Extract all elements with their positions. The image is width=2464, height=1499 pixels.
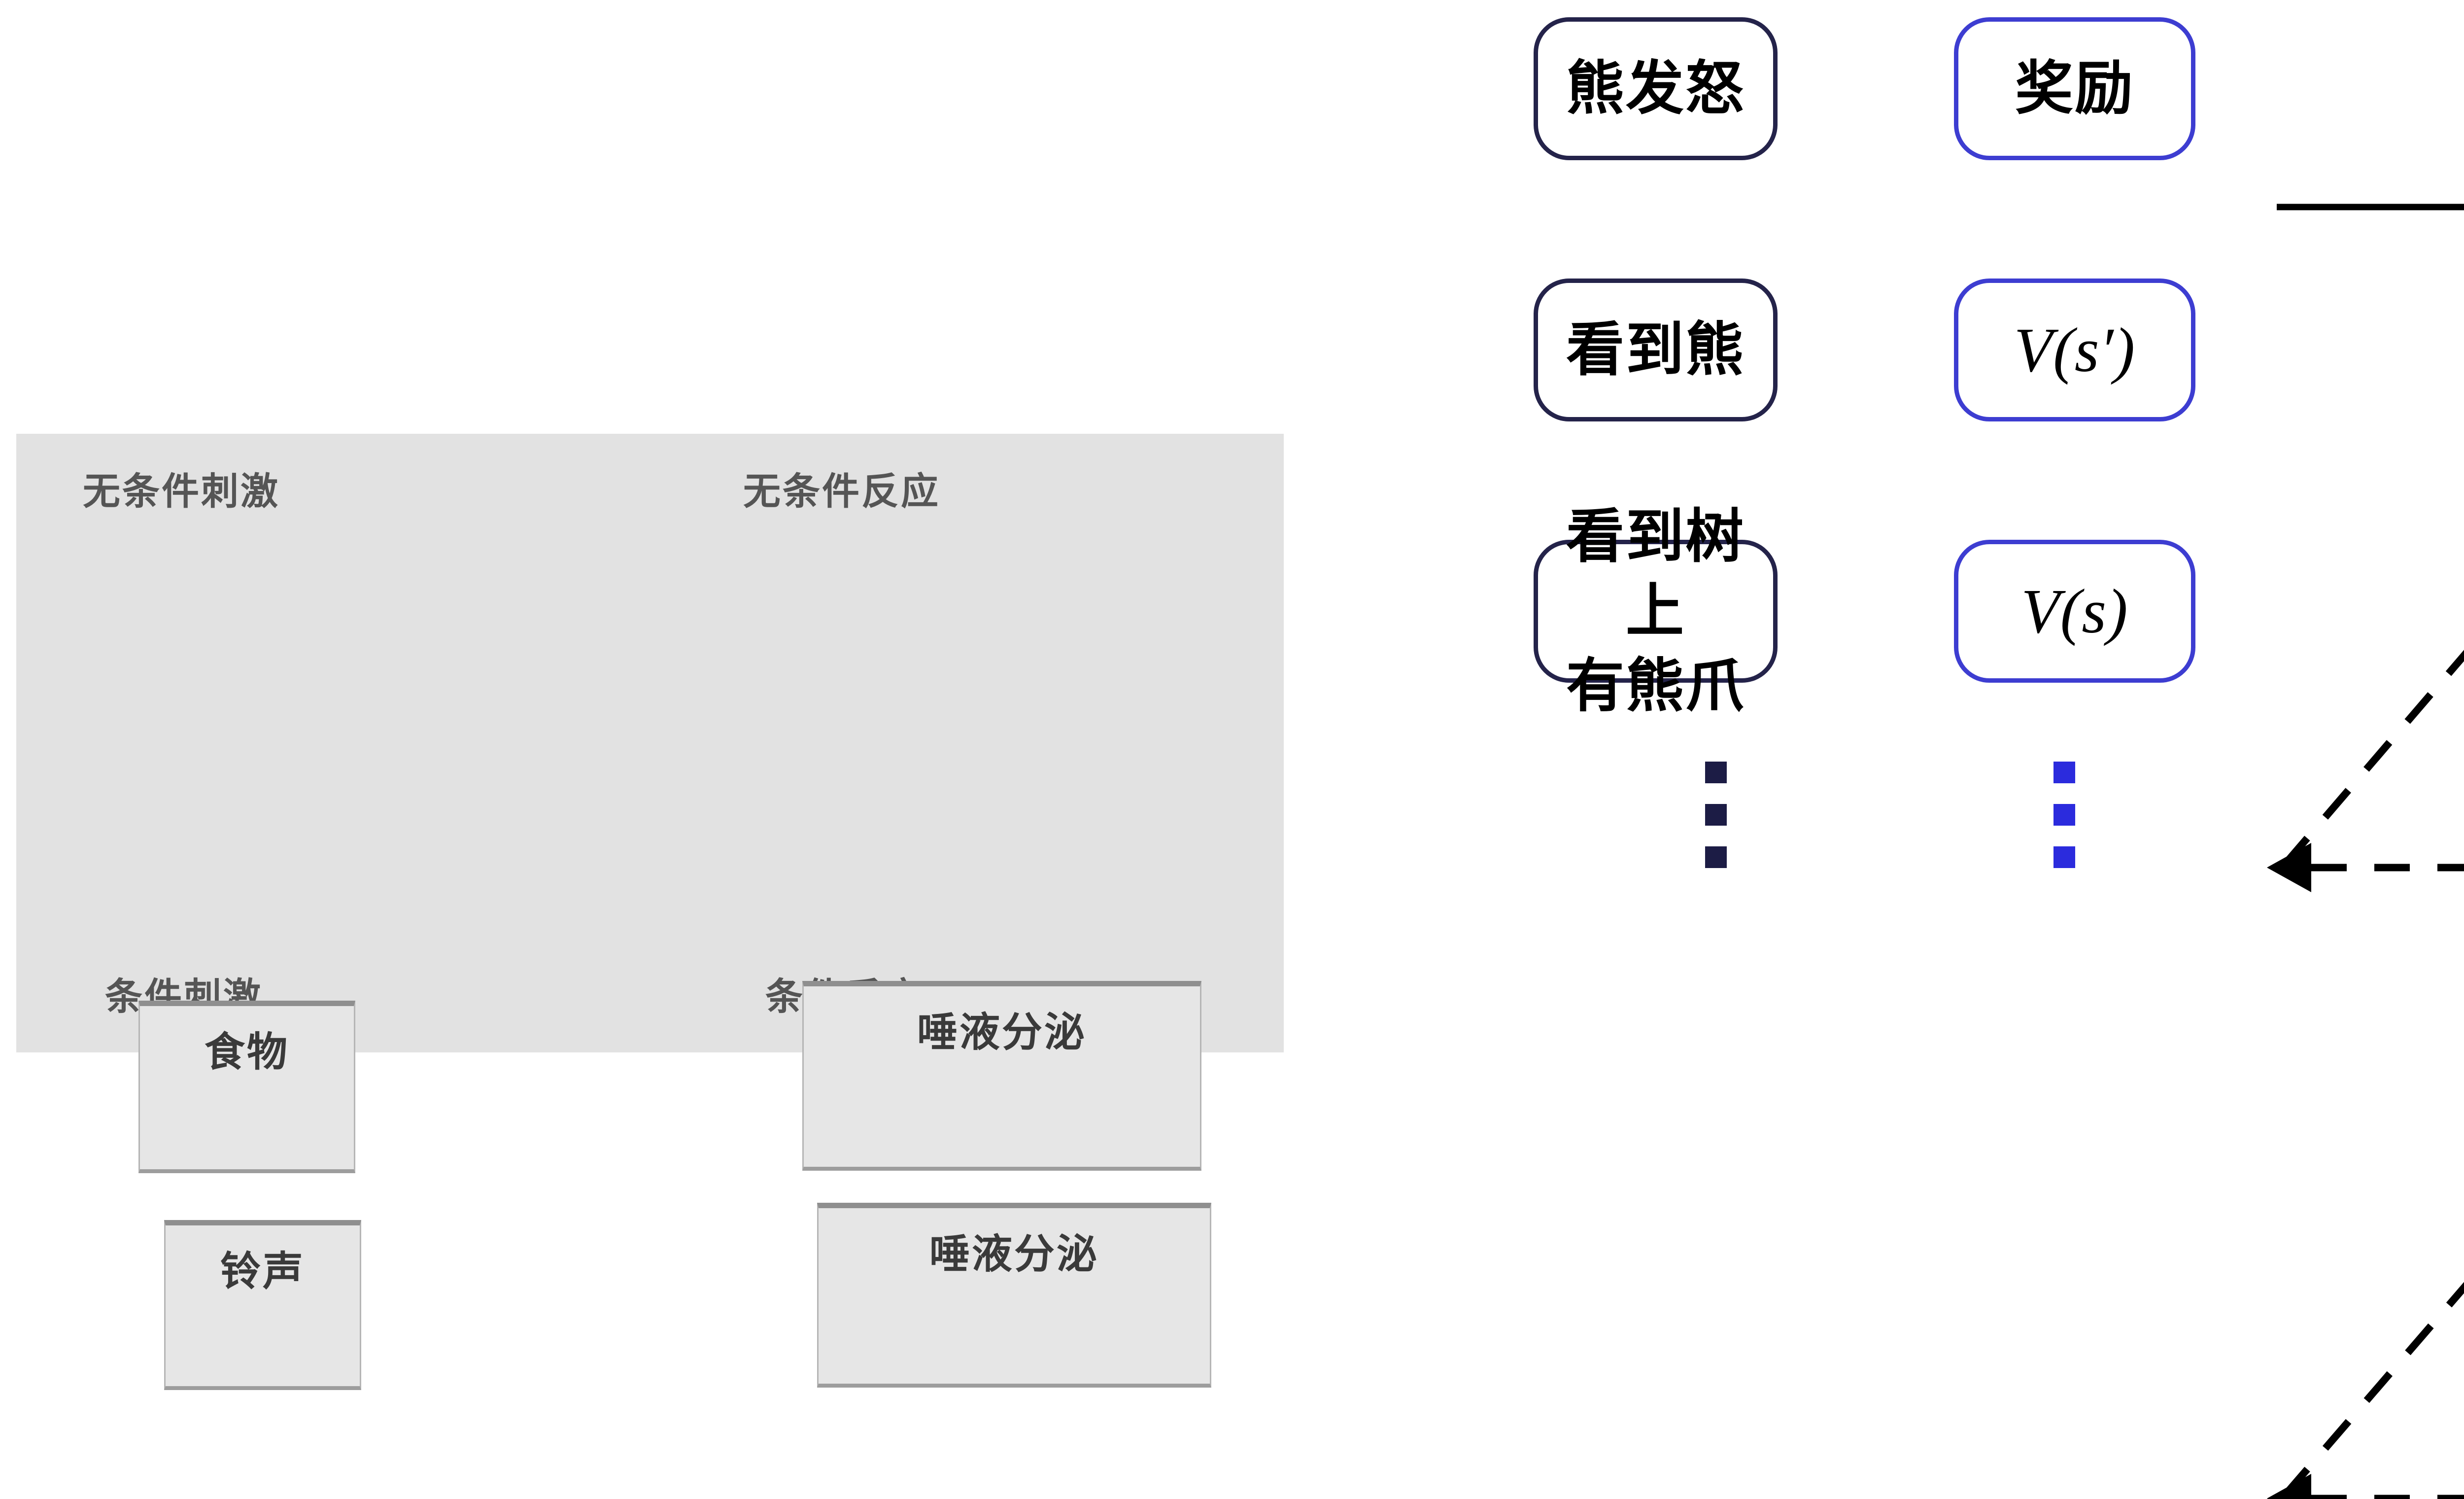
td-learning-edges: [2267, 204, 2464, 1499]
classical-conditioning-panel: 无条件刺激 无条件反应 条件刺激 条件反应 食物 铃声 唾液分泌 唾液分泌: [16, 434, 1284, 1390]
node-v-s[interactable]: V(s): [1954, 540, 2195, 683]
ellipsis-dot: [1705, 762, 1727, 783]
node-see-bear[interactable]: 看到熊: [1534, 279, 1778, 421]
box-salivation-conditioned: 唾液分泌: [817, 1203, 1211, 1388]
label-unconditioned-stimulus: 无条件刺激: [83, 471, 280, 513]
box-bell-label: 铃声: [220, 1249, 305, 1294]
ellipsis-dot: [2053, 762, 2075, 783]
node-bear-angry[interactable]: 熊发怒: [1534, 17, 1778, 160]
edge-see-claw-to-v-s: [2267, 1474, 2464, 1499]
node-see-claw-line1: 看到树上: [1566, 502, 1745, 645]
classical-conditioning-arrows: [16, 434, 1284, 1052]
node-see-claw[interactable]: 看到树上 有熊爪: [1534, 502, 1778, 720]
box-salivation-conditioned-label: 唾液分泌: [929, 1232, 1099, 1277]
ellipsis-dot: [2053, 804, 2075, 826]
ellipsis-states: [1705, 762, 1727, 868]
node-see-claw-line2: 有熊爪: [1566, 651, 1745, 720]
ellipsis-dot: [1705, 846, 1727, 868]
node-v-s-prime[interactable]: V(s′): [1954, 279, 2195, 421]
box-food: 食物: [138, 1001, 355, 1173]
node-see-claw-label: 看到树上 有熊爪: [1538, 499, 1773, 723]
box-salivation-unconditioned-label: 唾液分泌: [917, 1010, 1087, 1055]
box-bell: 铃声: [164, 1220, 361, 1390]
edge-see-bear-to-reward: [2281, 650, 2464, 868]
node-v-s-label: V(s): [2021, 576, 2128, 646]
node-reward-label: 奖励: [2015, 54, 2134, 123]
node-reward[interactable]: 奖励: [1954, 17, 2195, 160]
box-salivation-unconditioned: 唾液分泌: [802, 981, 1201, 1171]
label-unconditioned-response: 无条件反应: [743, 471, 940, 513]
ellipsis-values: [2053, 762, 2075, 868]
td-learning-panel: 熊发怒 看到熊 看到树上 有熊爪 奖励 V(s′) V(s): [1429, 0, 2464, 1499]
edge-bear-angry-to-reward: [2277, 204, 2464, 210]
node-see-bear-label: 看到熊: [1566, 315, 1745, 384]
ellipsis-dot: [1705, 804, 1727, 826]
ellipsis-dot: [2053, 846, 2075, 868]
edge-see-bear-to-v-s-prime: [2267, 843, 2464, 892]
box-food-label: 食物: [204, 1030, 289, 1075]
edge-see-claw-to-v-s-prime: [2281, 1282, 2464, 1499]
node-bear-angry-label: 熊发怒: [1566, 54, 1745, 123]
node-v-s-prime-label: V(s′): [2014, 314, 2136, 385]
